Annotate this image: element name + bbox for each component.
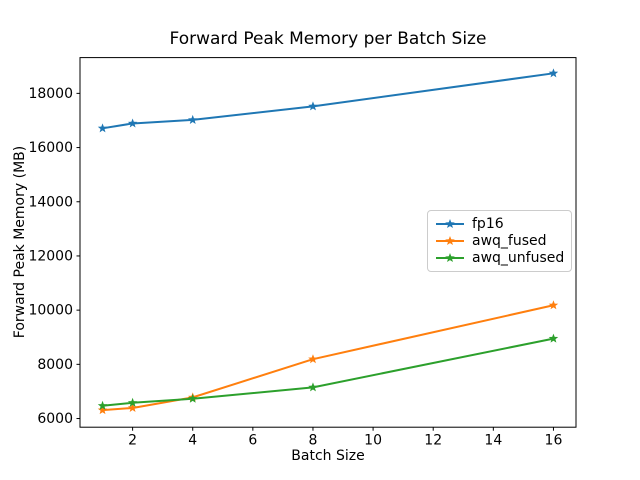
x-tick-label: 8 [309, 433, 318, 449]
x-tick-label: 14 [484, 433, 502, 449]
series-line-awq_unfused [101, 337, 555, 407]
data-point-fp16 [187, 114, 198, 124]
legend-sample-line-icon [436, 253, 464, 263]
y-axis-label: Forward Peak Memory (MB) [12, 145, 28, 339]
y-tick-label: 10000 [28, 303, 73, 319]
data-point-awq_unfused [308, 382, 318, 392]
data-point-awq_unfused [97, 400, 108, 410]
data-point-fp16 [127, 118, 138, 128]
x-tick-label: 12 [424, 433, 442, 449]
legend: fp16 awq_fused awq_unfused [427, 210, 572, 272]
legend-label: awq_unfused [472, 250, 565, 267]
data-point-fp16 [97, 123, 108, 133]
data-point-awq_unfused [548, 333, 559, 343]
y-tick-label: 12000 [28, 248, 73, 264]
data-point-awq_unfused [127, 397, 138, 407]
data-point-awq_unfused [187, 393, 198, 403]
data-point-awq_fused [97, 405, 108, 415]
y-tick-label: 6000 [37, 411, 73, 427]
y-tick-label: 14000 [28, 194, 73, 210]
data-point-fp16 [548, 68, 559, 78]
x-tick-label: 4 [188, 433, 197, 449]
chart-title: Forward Peak Memory per Batch Size [169, 29, 487, 49]
legend-label: awq_fused [472, 232, 547, 249]
legend-sample-line-icon [436, 218, 464, 228]
x-tick-label: 16 [545, 433, 563, 449]
x-tick-label: 2 [128, 433, 137, 449]
x-axis-label: Batch Size [291, 448, 365, 464]
legend-entry-fp16: fp16 [435, 217, 564, 231]
x-tick-label: 10 [364, 433, 382, 449]
y-tick-label: 16000 [28, 140, 73, 156]
y-tick-label: 18000 [28, 86, 73, 102]
data-point-fp16 [308, 101, 318, 111]
x-tick-label: 6 [248, 433, 257, 449]
plot-area [79, 57, 577, 428]
series-line-awq_fused [101, 304, 555, 412]
legend-label: fp16 [472, 215, 504, 232]
legend-entry-awq-fused: awq_fused [435, 234, 564, 248]
legend-sample-line-icon [436, 235, 464, 246]
series-line-fp16 [101, 72, 555, 130]
y-tick-label: 8000 [37, 357, 73, 373]
data-point-awq_fused [308, 354, 318, 364]
legend-entry-awq-unfused: awq_unfused [435, 251, 564, 265]
data-point-awq_fused [548, 300, 559, 310]
data-point-awq_fused [127, 402, 138, 413]
